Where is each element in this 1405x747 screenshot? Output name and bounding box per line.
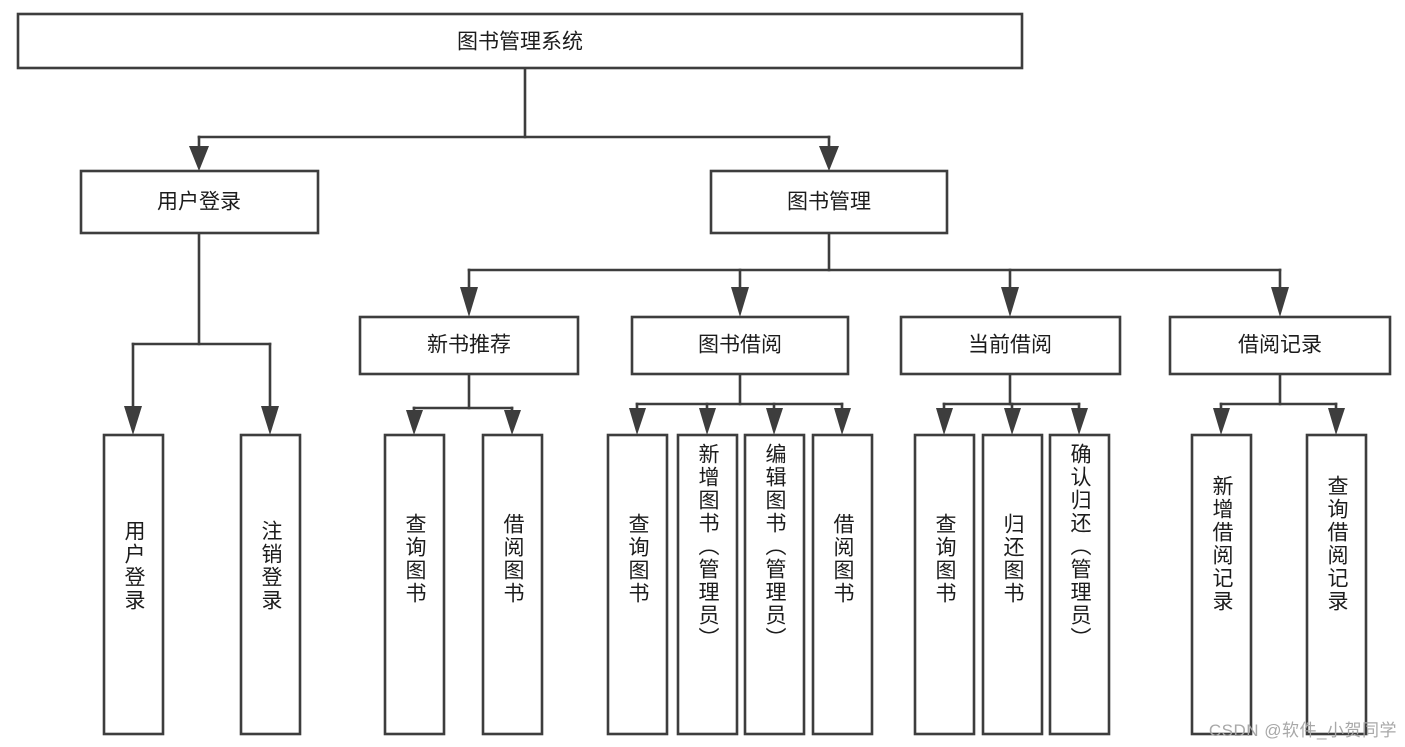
node-leaf-query-book-3-box[interactable] [913,433,976,736]
arrow-leaf-edit-book [766,408,783,435]
node-leaf-query-book-2-box[interactable] [606,433,669,736]
node-leaf-borrow-book-2-box[interactable] [811,433,874,736]
node-book-management-box[interactable] [709,169,949,235]
connector-group-new-book-to-leaves [406,372,521,435]
arrow-leaf-confirm-return [1071,408,1088,435]
watermark-text: CSDN @软件_小贺同学 [1208,721,1397,740]
arrow-leaf-add-book [699,408,716,435]
node-new-book-recommend[interactable]: 新书推荐 [358,315,580,376]
arrow-borrow-record [1271,287,1289,317]
node-new-book-recommend-box[interactable] [358,315,580,376]
arrow-leaf-query-book-1 [406,410,423,435]
arrow-leaf-query-book-3 [936,408,953,435]
connector-group-borrow-record-to-leaves [1213,372,1345,435]
node-borrow-record-label: 借阅记录 [1238,334,1322,357]
node-root-box[interactable] [16,12,1024,70]
node-leaf-add-book-box[interactable] [676,433,739,736]
arrow-leaf-logout [261,406,279,435]
node-leaf-return-book-box[interactable] [981,433,1044,736]
connector-group-current-borrow-to-leaves [936,372,1088,435]
arrow-book-borrow [731,287,749,317]
node-user-login-label: 用户登录 [157,191,241,214]
node-book-borrow-box[interactable] [630,315,850,376]
node-root[interactable]: 图书管理系统 [16,12,1024,70]
arrow-leaf-borrow-book-1 [504,410,521,435]
arrow-leaf-borrow-book-2 [834,408,851,435]
node-leaf-query-book-1-box[interactable] [383,433,446,736]
node-root-label: 图书管理系统 [457,31,583,54]
node-book-borrow-label: 图书借阅 [698,334,782,357]
node-leaf-borrow-book-1-box[interactable] [481,433,544,736]
node-leaf-query-borrow-record-box[interactable] [1305,433,1368,736]
node-book-borrow[interactable]: 图书借阅 [630,315,850,376]
connector-group-user-login-to-leaves [124,231,279,435]
connector-group-root-to-level2 [189,66,839,171]
connector-group-book-management-to-level3 [460,231,1289,317]
node-current-borrow[interactable]: 当前借阅 [899,315,1122,376]
node-leaf-add-borrow-record-box[interactable] [1190,433,1253,736]
arrow-current-borrow [1001,287,1019,317]
node-user-login-box[interactable] [79,169,320,235]
leaf-boxes [102,433,1368,736]
node-book-management[interactable]: 图书管理 [709,169,949,235]
arrow-leaf-query-book-2 [629,408,646,435]
node-current-borrow-label: 当前借阅 [968,334,1052,357]
connector-group-book-borrow-to-leaves [629,372,851,435]
arrow-new-book-recommend [460,287,478,317]
node-leaf-logout-box[interactable] [239,433,302,736]
arrow-book-management [819,146,839,171]
arrow-leaf-add-borrow-record [1213,408,1230,435]
arrow-leaf-return-book [1004,408,1021,435]
arrow-user-login [189,146,209,171]
node-borrow-record-box[interactable] [1168,315,1392,376]
node-borrow-record[interactable]: 借阅记录 [1168,315,1392,376]
node-leaf-edit-book-box[interactable] [743,433,806,736]
node-leaf-confirm-return-box[interactable] [1048,433,1111,736]
node-new-book-recommend-label: 新书推荐 [427,334,511,357]
arrow-leaf-user-login [124,406,142,435]
node-leaf-user-login-box[interactable] [102,433,165,736]
arrow-leaf-query-borrow-record [1328,408,1345,435]
node-current-borrow-box[interactable] [899,315,1122,376]
node-user-login[interactable]: 用户登录 [79,169,320,235]
node-book-management-label: 图书管理 [787,191,871,214]
